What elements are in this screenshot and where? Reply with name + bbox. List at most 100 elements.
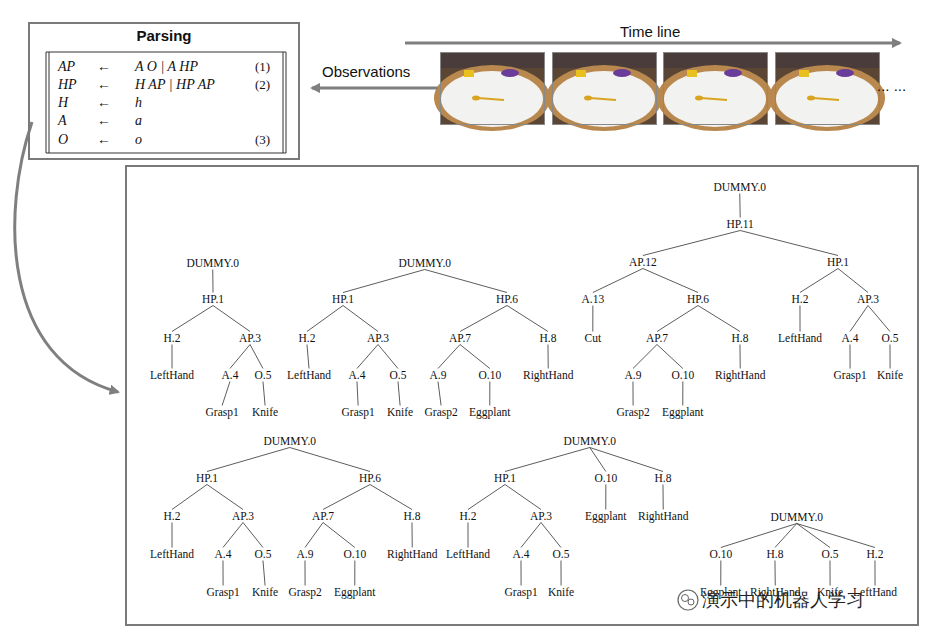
parse-tree-node: RightHand (522, 369, 574, 382)
tree-edge (797, 524, 875, 548)
node-label: H.8 (731, 332, 750, 345)
node-label: HP.1 (331, 293, 355, 306)
node-label: DUMMY.0 (713, 181, 768, 194)
parse-tree-node: AP.3 (856, 293, 880, 306)
tree-edge (541, 523, 561, 548)
parse-tree-node: Eggplant (333, 586, 377, 599)
tree-edge (721, 524, 797, 548)
node-label: A.13 (581, 293, 606, 306)
tree-edge (632, 382, 633, 406)
tree-edge (290, 448, 370, 472)
node-label: A.9 (296, 548, 315, 561)
node-label: HP.1 (493, 472, 517, 485)
node-label: RightHand (714, 369, 766, 382)
grammar-symbol: o (135, 132, 142, 148)
node-label: O.5 (389, 369, 408, 382)
parse-tree-node: A.4 (841, 332, 860, 345)
node-label: HP.1 (826, 256, 850, 269)
tree-edge (682, 382, 683, 406)
grammar-symbol: AP (58, 59, 75, 75)
parse-tree-node: H.8 (403, 510, 422, 523)
parsing-output-arrow (15, 122, 118, 392)
arrow-label: Observations (322, 63, 410, 80)
tree-edge (850, 306, 868, 332)
node-label: DUMMY.0 (398, 257, 453, 270)
parse-tree-node: H.8 (654, 472, 673, 485)
parse-tree-node: H.2 (791, 293, 810, 306)
node-label: A.4 (221, 369, 240, 382)
node-label: AP.3 (366, 332, 390, 345)
grammar-symbol: ← (97, 95, 111, 111)
node-label: O.5 (552, 548, 571, 561)
node-label: AP.3 (238, 332, 262, 345)
tree-edge (590, 448, 606, 472)
tree-edge (222, 561, 223, 586)
tree-edge (223, 523, 243, 548)
parse-tree-node: O.5 (254, 369, 273, 382)
tree-edge (775, 524, 797, 548)
tree-edge (547, 345, 548, 369)
grammar-table-lines (46, 52, 286, 153)
tree-edge (207, 485, 243, 510)
parse-tree-node: Grasp1 (206, 586, 241, 599)
tree-edge (438, 345, 460, 369)
node-label: O.10 (594, 472, 619, 485)
parse-tree-node: O.10 (671, 369, 696, 382)
tree-edge (323, 485, 370, 510)
parse-tree-node: DUMMY.0 (186, 257, 241, 270)
grammar-symbol: HP (58, 77, 77, 93)
node-label: HP.11 (726, 218, 755, 231)
tree-edge (460, 306, 507, 332)
grammar-symbol: a (135, 113, 142, 129)
grammar-symbol: H (58, 95, 68, 111)
parse-tree-node: O.5 (821, 548, 840, 561)
parse-tree-node: H.8 (766, 548, 785, 561)
parse-tree-node: LeftHand (149, 548, 195, 561)
grammar-box: ParsingAP←A O | A HP(1)HP←H AP | HP AP(2… (28, 22, 300, 160)
parse-tree-node: AP.3 (238, 332, 262, 345)
parse-tree-node: AP.7 (311, 510, 335, 523)
parse-tree-node: LeftHand (149, 369, 195, 382)
parse-tree-node: H.2 (459, 510, 478, 523)
parse-tree-node: O.5 (881, 332, 900, 345)
node-label: Knife (386, 406, 414, 419)
parse-tree-node: O.5 (389, 369, 408, 382)
node-label: HP.1 (195, 472, 219, 485)
ellipsis: ... ... (877, 77, 906, 94)
node-label: HP.6 (495, 293, 519, 306)
node-label: LeftHand (777, 332, 823, 345)
node-label: A.9 (429, 369, 448, 382)
parse-tree-node: A.4 (512, 548, 531, 561)
grammar-symbol: O (58, 132, 68, 148)
tree-edge (207, 448, 290, 472)
parse-tree-node: A.4 (214, 548, 233, 561)
parse-tree-node: O.5 (552, 548, 571, 561)
tree-edge (592, 306, 593, 332)
parse-tree-node: HP.6 (358, 472, 382, 485)
node-label: RightHand (637, 510, 689, 523)
parse-tree-node: HP.1 (826, 256, 850, 269)
parse-tree-node: Eggplant (468, 406, 512, 419)
parse-tree-node: AP.3 (529, 510, 553, 523)
parse-tree-node: AP.3 (231, 510, 255, 523)
tree-edge (739, 194, 740, 218)
parse-tree-node: Grasp1 (504, 586, 539, 599)
parse-tree-node: AP.3 (366, 332, 390, 345)
tree-edge (467, 523, 468, 548)
node-label: AP.3 (529, 510, 553, 523)
parse-tree-node: H.2 (163, 332, 182, 345)
parse-tree-node: H.2 (163, 510, 182, 523)
parse-tree-node: HP.6 (495, 293, 519, 306)
tree-edge (398, 382, 400, 406)
tree-edge (799, 306, 800, 332)
tree-edge (643, 231, 740, 256)
tree-edge (323, 523, 355, 548)
node-label: DUMMY.0 (186, 257, 241, 270)
node-label: DUMMY.0 (770, 511, 825, 524)
node-label: H.8 (539, 332, 558, 345)
node-label: AP.3 (231, 510, 255, 523)
parse-tree-node: HP.6 (686, 293, 710, 306)
tree-edge (468, 485, 505, 510)
parse-tree-node: DUMMY.0 (770, 511, 825, 524)
parse-tree-node: O.10 (709, 548, 734, 561)
